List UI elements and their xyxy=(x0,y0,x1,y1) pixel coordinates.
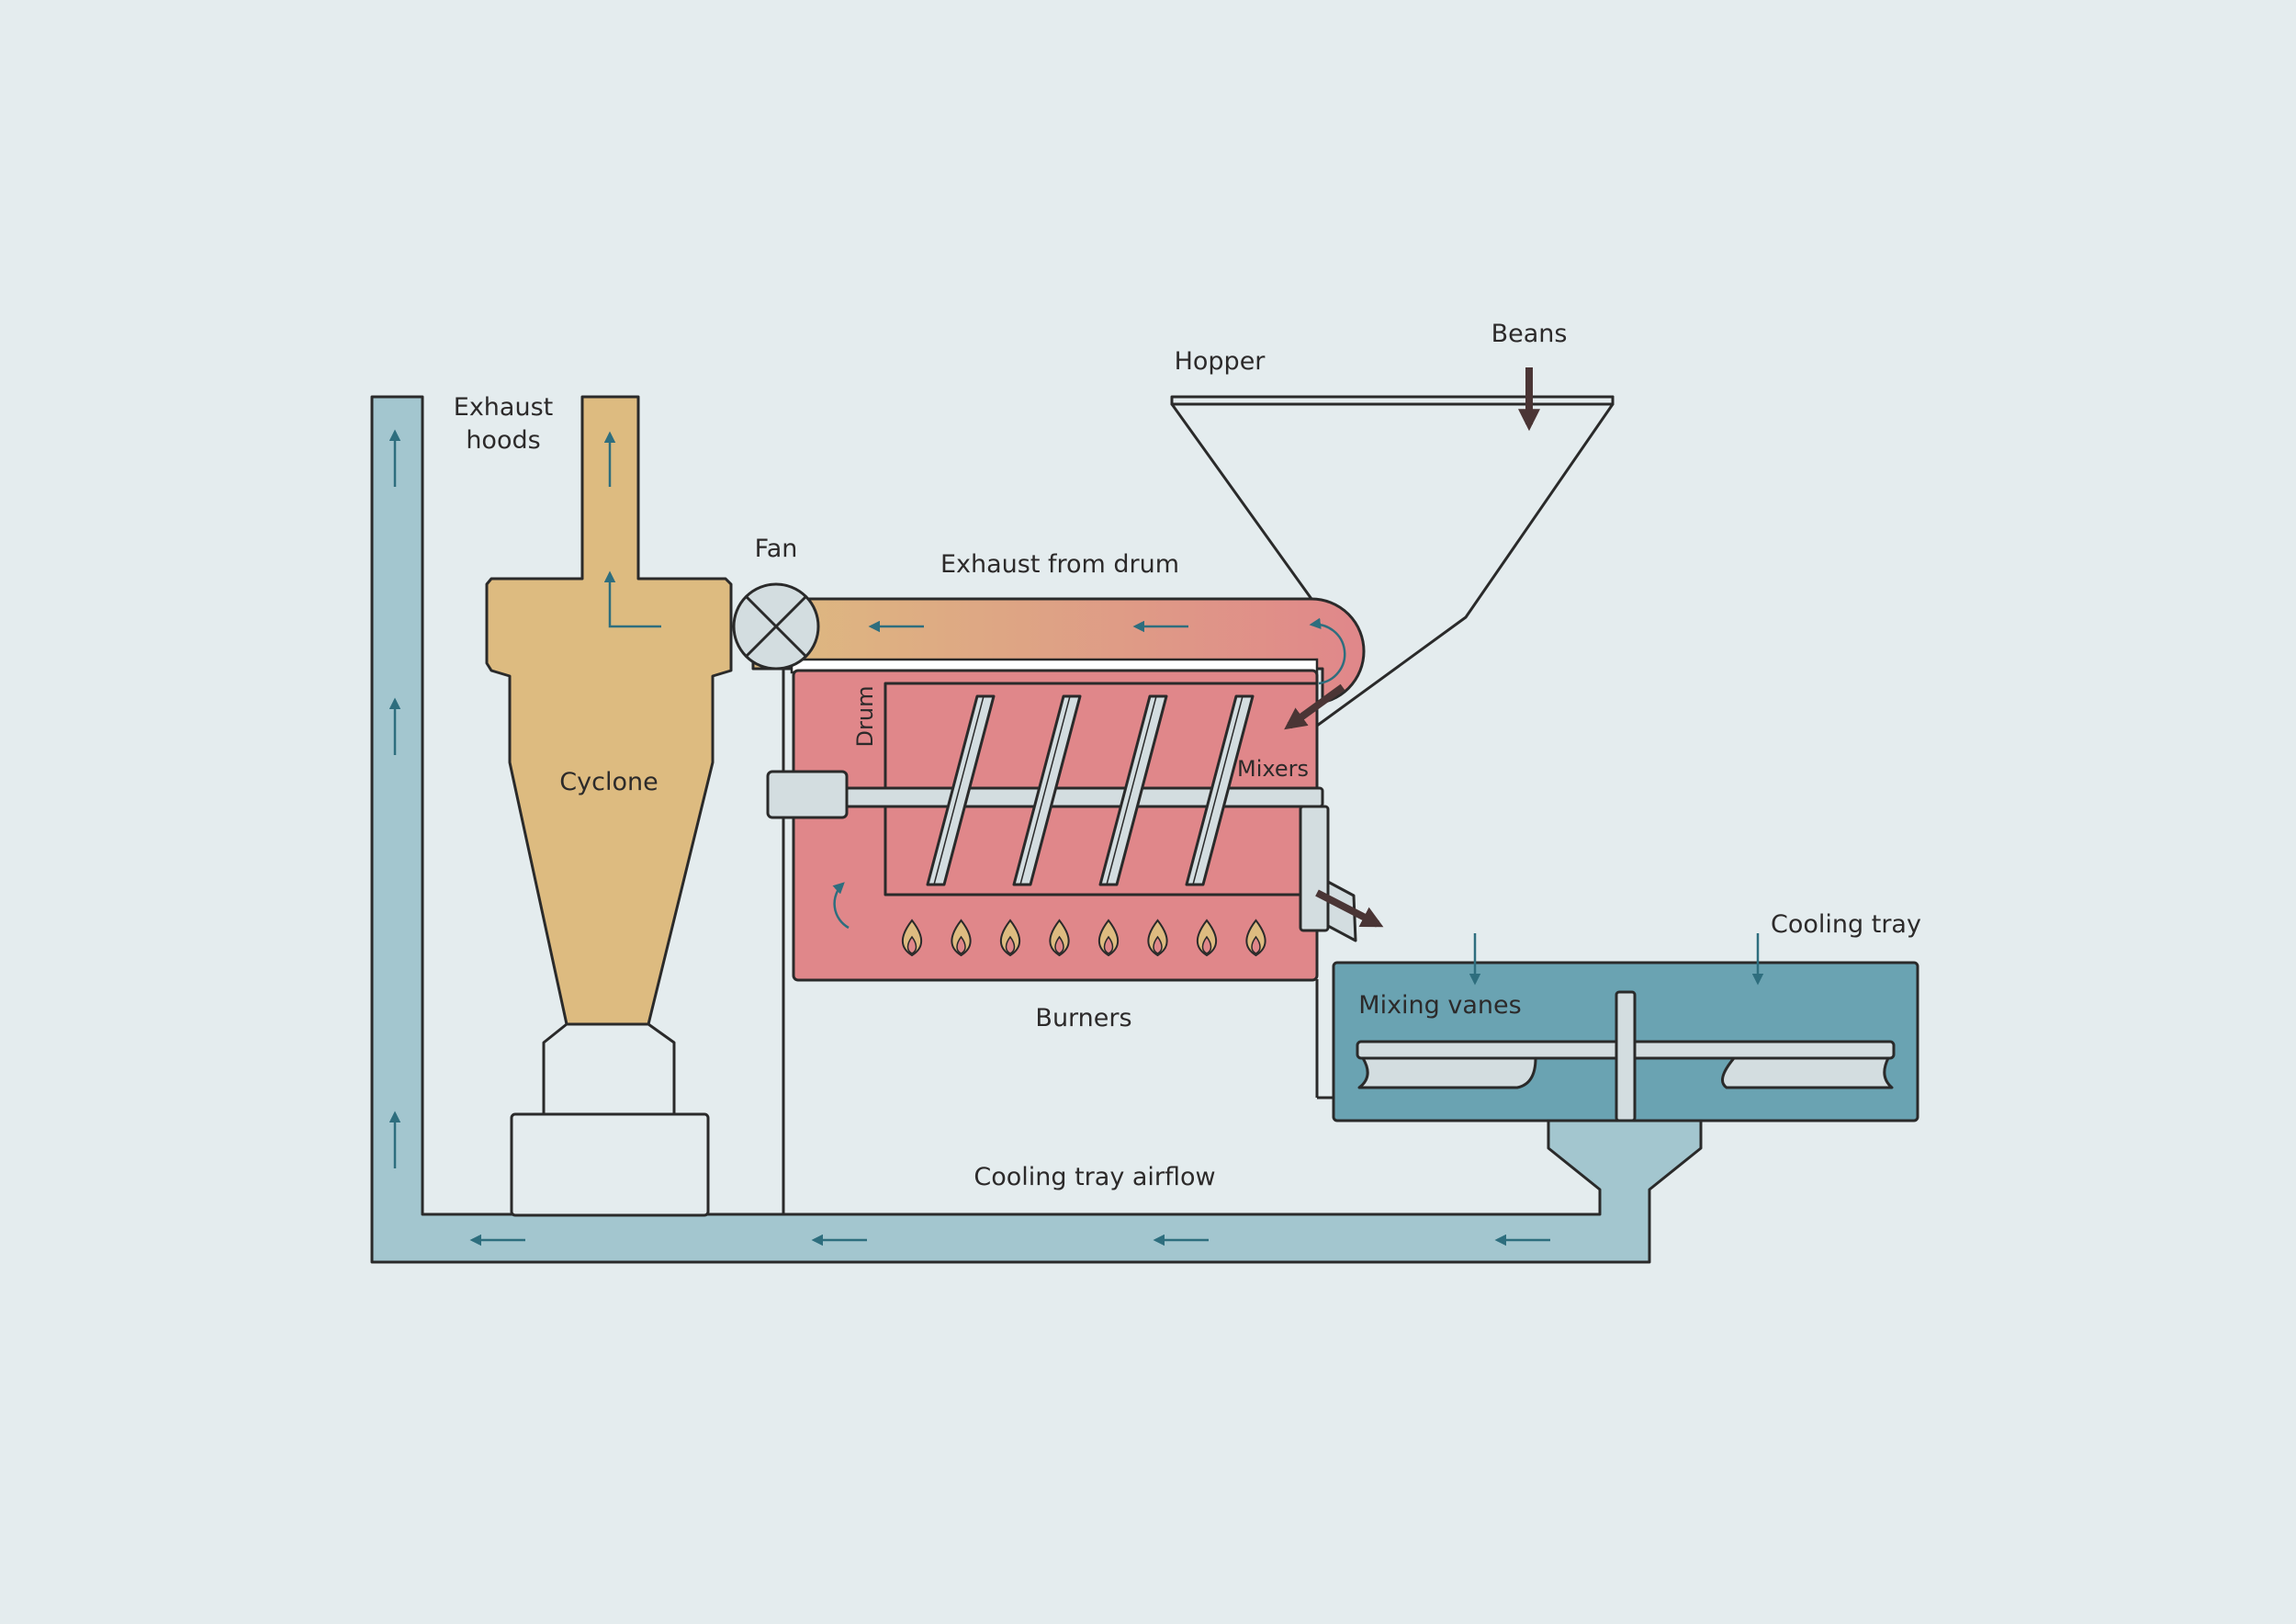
flow-arrow-curve xyxy=(1309,617,1346,685)
burner-flame-icon xyxy=(1049,919,1070,957)
burner-flame-icon xyxy=(1147,919,1168,957)
burner-flame-icon xyxy=(1097,919,1120,957)
mixer-blade xyxy=(1098,694,1168,886)
cyclone-label: Cyclone xyxy=(559,768,658,796)
mixer-blade xyxy=(926,694,996,886)
flow-arrow-turn-up xyxy=(603,570,661,628)
mixing-vane-paddle xyxy=(1721,1056,1894,1089)
burners-label: Burners xyxy=(1035,1004,1131,1032)
discharge-flap xyxy=(1326,880,1357,942)
hopper-label: Hopper xyxy=(1175,347,1266,376)
exhaust-from-drum-label: Exhaust from drum xyxy=(940,550,1179,579)
drum-shaft xyxy=(843,786,1324,808)
cyclone-base-upper xyxy=(542,1022,676,1116)
burner-flame-icon xyxy=(1245,919,1266,957)
mixing-vanes-label: Mixing vanes xyxy=(1358,991,1521,1020)
drum-motor-hub xyxy=(766,770,849,819)
exhaust-hoods-label-line1: Exhaust xyxy=(454,393,553,422)
mixing-vane-shaft xyxy=(1615,990,1637,1122)
cooling-tray-label: Cooling tray xyxy=(1771,910,1921,939)
bean-flow-arrows xyxy=(1284,367,1540,928)
burner-flame-icon xyxy=(901,919,923,957)
fan-icon xyxy=(732,582,820,671)
drum-label: Drum xyxy=(852,686,878,748)
bean-arrow-to-drum xyxy=(1284,683,1345,730)
burner-flame-icon xyxy=(1196,919,1218,957)
fan-label: Fan xyxy=(755,535,798,563)
exhaust-hoods-label-line2: hoods xyxy=(466,426,540,455)
mixing-vane-paddle xyxy=(1357,1056,1537,1089)
cyclone-base-lower xyxy=(510,1112,710,1217)
burner-flame-icon xyxy=(999,919,1021,957)
mixer-blade xyxy=(1012,694,1082,886)
discharge-door xyxy=(1299,805,1330,932)
drum-mixer-blades xyxy=(926,694,1255,886)
mixers-label: Mixers xyxy=(1237,756,1309,782)
cyclone-body xyxy=(485,395,733,1026)
bean-arrow-out xyxy=(1315,889,1384,928)
flow-arrow-curve xyxy=(832,882,850,930)
cooling-tray-airflow-label: Cooling tray airflow xyxy=(974,1163,1215,1191)
burner-flame-icon xyxy=(951,919,972,957)
mixing-vanes xyxy=(1356,990,1896,1122)
mixer-blade xyxy=(1185,694,1255,886)
burner-flames xyxy=(901,919,1266,957)
airflow-arrows xyxy=(388,429,1764,1246)
beans-label: Beans xyxy=(1491,320,1568,348)
